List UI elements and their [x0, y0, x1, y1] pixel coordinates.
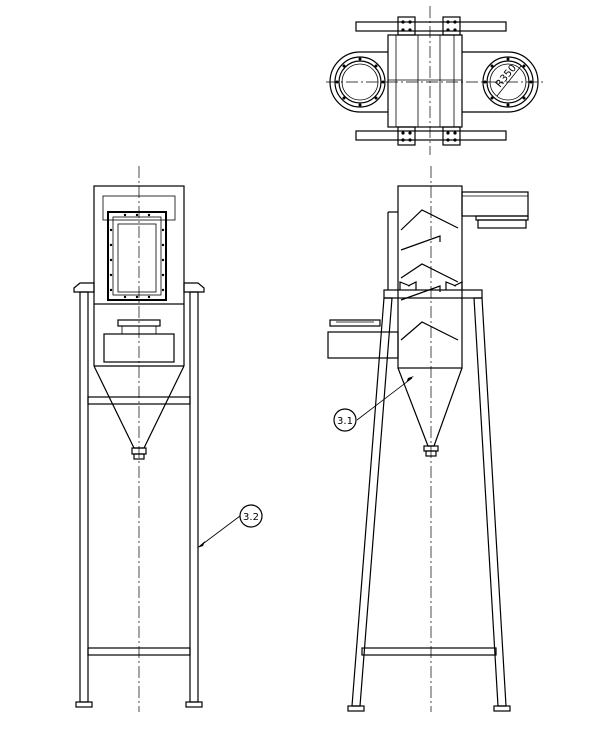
top-plan-view: R350	[326, 6, 545, 155]
right-side-view: 3.1	[327, 166, 529, 712]
callout-3-2-label: 3.2	[243, 512, 259, 523]
cartridge-bolts	[109, 213, 165, 299]
right-flange-bolts	[483, 57, 533, 107]
left-front-view: 3.2	[73, 166, 263, 712]
callout-3-1-label: 3.1	[337, 416, 353, 427]
